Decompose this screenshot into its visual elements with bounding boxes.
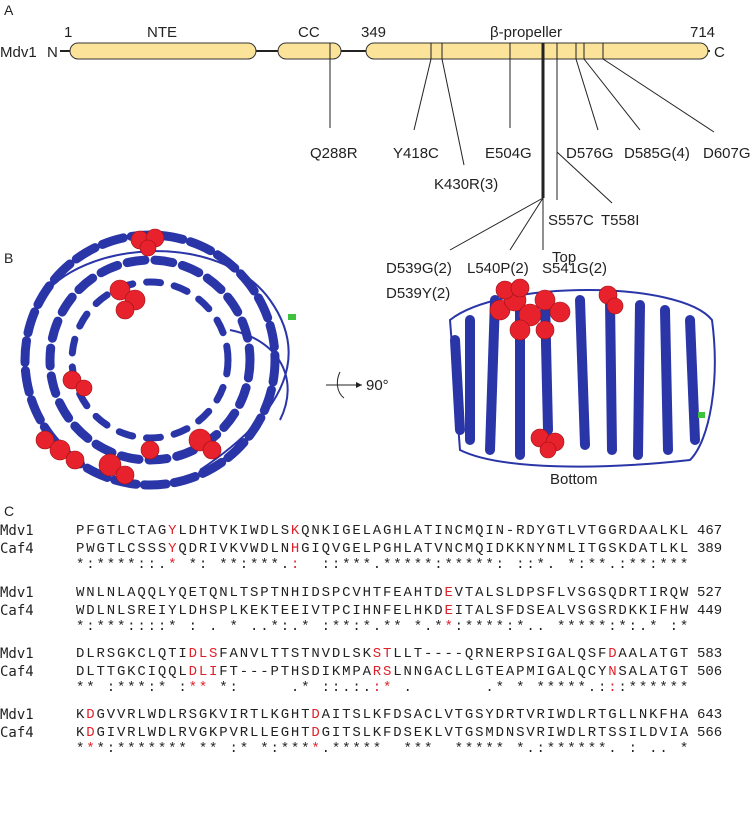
panel-label-a: A xyxy=(4,2,14,18)
terminus-marker xyxy=(288,314,296,320)
sequence: KDGIVRLWDLRVGKPVRLLEGHTDGITSLKFDSEKLVTGS… xyxy=(76,725,691,741)
nte-domain xyxy=(69,42,257,60)
mutation-leaders xyxy=(329,43,715,251)
residue-number: 566 xyxy=(697,725,723,741)
sequence: WNLNLAQQLYQETQNLTSPTNHIDSPCVHTFEAHTDEVTA… xyxy=(76,585,691,601)
panel-label-c: C xyxy=(4,503,15,519)
sequence-name: Mdv1 xyxy=(0,523,34,539)
panel-label-b: B xyxy=(4,250,14,266)
residue-number: 583 xyxy=(697,646,723,662)
mutation-d539y: D539Y(2) xyxy=(386,285,450,302)
structure-top-view xyxy=(20,228,296,490)
bottom-label: Bottom xyxy=(550,471,598,488)
residue-number: 527 xyxy=(697,585,723,601)
rotation-label: 90° xyxy=(366,377,389,394)
conservation-string: ***:******* ** :* *:****.***** *** *****… xyxy=(76,741,691,757)
mutation-d607g: D607G xyxy=(703,145,751,162)
sequence-name: Mdv1 xyxy=(0,707,34,723)
sequence: PFGTLCTAGYLDHTVKIWDLSKQNKIGELAGHLATINCMQ… xyxy=(76,523,691,539)
sequence-name: Caf4 xyxy=(0,725,34,741)
residue-number: 643 xyxy=(697,707,723,723)
sequence-name: Mdv1 xyxy=(0,585,34,601)
conservation-string: ** :***:* :** *: .* ::.:.:* . .* * *****… xyxy=(76,680,691,696)
mutation-y418c: Y418C xyxy=(393,145,439,162)
mutation-s557c: S557C xyxy=(548,212,594,229)
sequence-name: Caf4 xyxy=(0,603,34,619)
cc-domain xyxy=(277,42,342,60)
protein-name: Mdv1 xyxy=(0,44,37,61)
sequence-name: Caf4 xyxy=(0,541,34,557)
domain-diagram: Mdv1 N C 1 NTE CC 349 β-propeller 714 Q2… xyxy=(0,24,751,302)
mutation-d576g: D576G xyxy=(566,145,614,162)
residue-number: 506 xyxy=(697,664,723,680)
residue-number: 389 xyxy=(697,541,723,557)
mutation-d539g: D539G(2) xyxy=(386,260,452,277)
residue-number: 449 xyxy=(697,603,723,619)
propeller-domain xyxy=(365,42,709,60)
residue-number: 467 xyxy=(697,523,723,539)
conservation-string: *:****::.* *: **:***.: ::***.*****:*****… xyxy=(76,557,691,573)
c-terminus: C xyxy=(714,44,725,61)
rotation-arrow xyxy=(326,371,362,399)
structure-panel: 90° Top Bottom xyxy=(20,228,716,490)
sequence-name: Mdv1 xyxy=(0,646,34,662)
terminus-marker-side xyxy=(698,412,705,418)
sequence: KDGVVRLWDLRSGKVIRTLKGHTDAITSLKFDSACLVTGS… xyxy=(76,707,691,723)
mutation-k430r: K430R(3) xyxy=(434,176,498,193)
position-start: 1 xyxy=(64,24,72,41)
sequence-name: Caf4 xyxy=(0,664,34,680)
structure-side-view xyxy=(448,278,716,468)
n-terminus: N xyxy=(47,44,58,61)
position-propeller-start: 349 xyxy=(361,24,386,41)
mutation-e504g: E504G xyxy=(485,145,532,162)
sequence: DLRSGKCLQTIDLSFANVLTTSTNVDLSKSTLLT----QR… xyxy=(76,646,691,662)
sequence: DLTTGKCIQQLDLIFT---PTHSDIKMPARSLNNGACLLG… xyxy=(76,664,691,680)
position-end: 714 xyxy=(690,24,715,41)
mutation-t558i: T558I xyxy=(601,212,639,229)
propeller-label: β-propeller xyxy=(490,24,562,41)
sequence: PWGTLCSSSYQDRIVKVWDLNHGIQVGELPGHLATVNCMQ… xyxy=(76,541,691,557)
mutation-d585g: D585G(4) xyxy=(624,145,690,162)
conservation-string: *:***::::* : . * ..*:.* :**:*.** *.**:**… xyxy=(76,619,691,635)
nte-label: NTE xyxy=(147,24,177,41)
mutation-spheres-top xyxy=(35,228,222,485)
sequence: WDLNLSREIYLDHSPLKEKTEEIVTPCIHNFELHKDEITA… xyxy=(76,603,691,619)
mutation-spheres-side xyxy=(489,278,624,459)
cc-label: CC xyxy=(298,24,320,41)
mutation-l540p: L540P(2) xyxy=(467,260,529,277)
top-label: Top xyxy=(552,249,576,266)
mutation-s541g: S541G(2) xyxy=(542,260,607,277)
mutation-q288r: Q288R xyxy=(310,145,358,162)
